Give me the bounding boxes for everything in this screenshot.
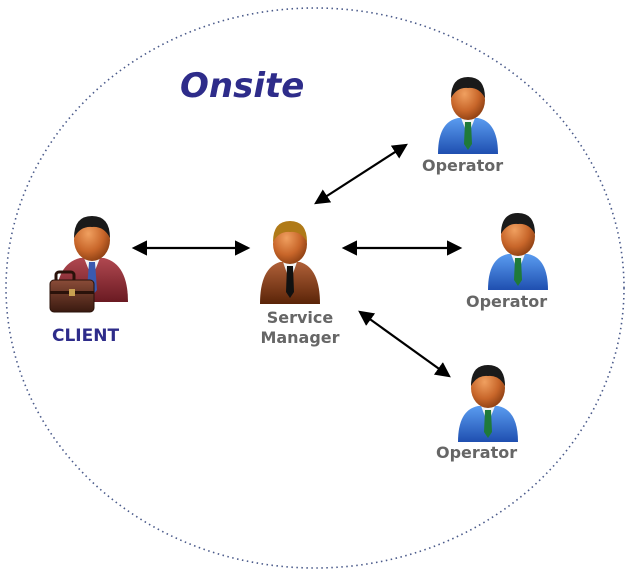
service-manager-label-line2: Manager [260, 328, 340, 347]
onsite-boundary [5, 7, 625, 569]
arrow-manager-operator-3 [358, 310, 451, 378]
person-manager-icon [260, 221, 320, 304]
operator-label: Operator [422, 156, 504, 175]
diagram-title: Onsite [180, 66, 305, 106]
operator-label: Operator [466, 292, 548, 311]
briefcase-icon [49, 270, 95, 313]
service-manager-label-line1: Service [266, 308, 334, 327]
person-operator-icon [458, 365, 518, 442]
person-operator-icon [438, 77, 498, 154]
operator-label: Operator [436, 443, 518, 462]
service-manager-label: Service Manager [250, 308, 350, 348]
person-operator-icon [488, 213, 548, 290]
client-label: CLIENT [52, 326, 120, 346]
arrow-manager-operator-1 [314, 143, 408, 205]
